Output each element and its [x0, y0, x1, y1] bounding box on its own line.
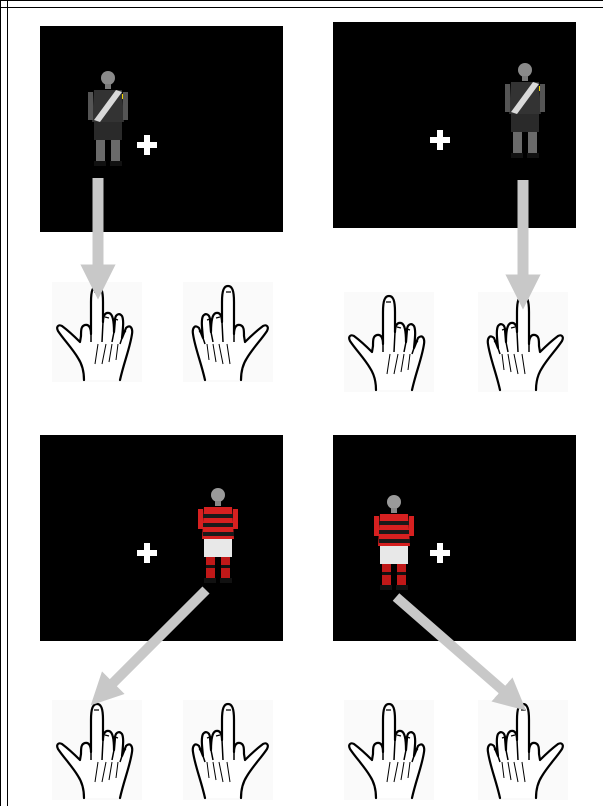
arrow-icon [102, 590, 206, 694]
arrow-icon [396, 597, 514, 700]
